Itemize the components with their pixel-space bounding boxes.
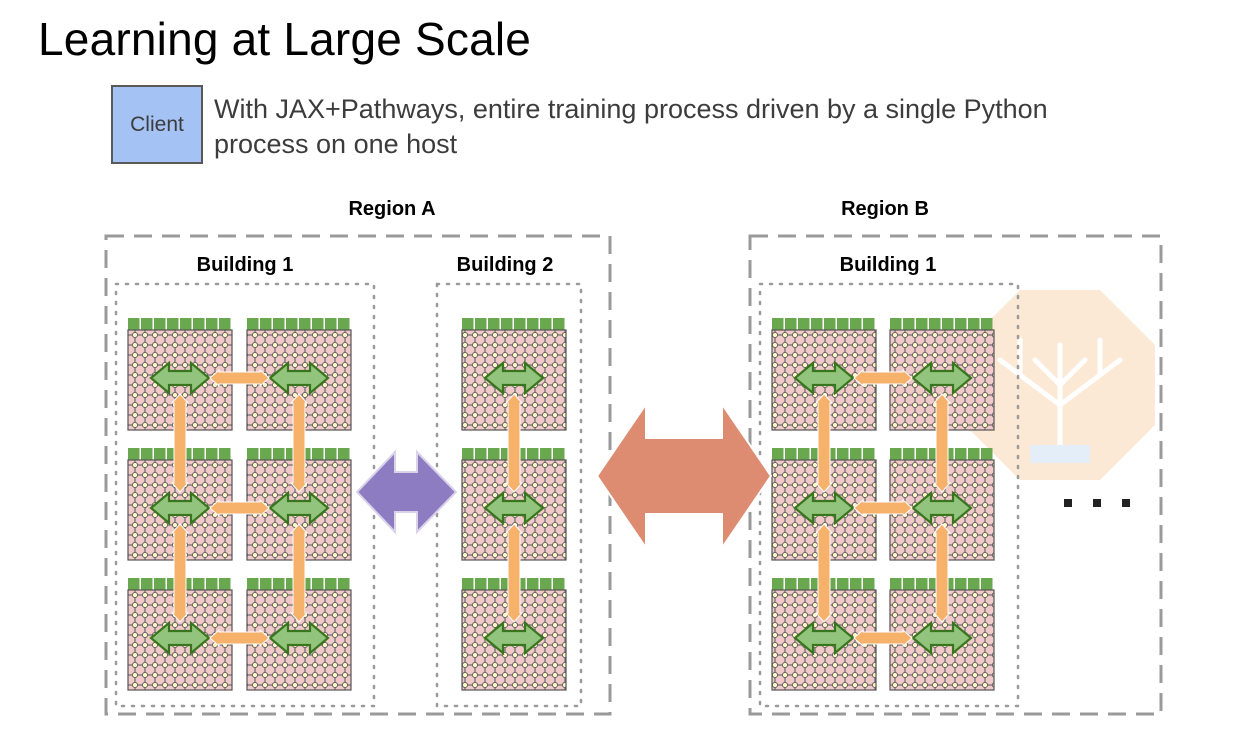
region-a-building-2-pod-r3: [461, 578, 567, 691]
intra-pod-link-icon: [149, 360, 211, 396]
inter-pod-link-icon: [932, 523, 952, 623]
ellipsis-dot: [1122, 499, 1130, 507]
region-a-label: Region A: [348, 198, 436, 220]
intra-pod-link-icon: [149, 620, 211, 656]
inter-pod-link-icon: [170, 393, 190, 493]
intra-pod-link-icon: [911, 490, 973, 526]
inter-pod-link-icon: [853, 628, 913, 648]
region-b-label: Region B: [841, 198, 929, 220]
more-regions-ellipsis: [1064, 499, 1130, 507]
intra-pod-link-icon: [268, 360, 330, 396]
inter-pod-link-icon: [853, 498, 913, 518]
client-caption: With JAX+Pathways, entire training proce…: [214, 94, 1048, 159]
region-b-building-1-pod-r1-c1: [771, 318, 877, 431]
intra-pod-link-icon: [793, 360, 855, 396]
inter-pod-link-icon: [853, 368, 913, 388]
inter-pod-link-icon: [289, 393, 309, 493]
region-b-container: [748, 234, 1163, 716]
ellipsis-dot: [1093, 499, 1101, 507]
inter-pod-link-icon: [209, 628, 270, 648]
inter-pod-link-icon: [209, 368, 270, 388]
client-box: Client: [111, 85, 203, 164]
inter-pod-link-icon: [504, 523, 524, 623]
building-link-arrow: [355, 449, 458, 535]
slide-title: Learning at Large Scale: [38, 13, 532, 65]
intra-pod-link-icon: [149, 490, 211, 526]
client-label: Client: [130, 112, 184, 136]
intra-pod-link-icon: [793, 620, 855, 656]
region-b-building-1-container: [758, 282, 1020, 708]
region-a-building-2-label: Building 2: [456, 254, 554, 276]
intra-pod-link-icon: [268, 620, 330, 656]
intra-pod-link-icon: [911, 620, 973, 656]
inter-pod-link-icon: [814, 523, 834, 623]
region-b-building-1-label: Building 1: [839, 254, 937, 276]
watermark-logo: [965, 290, 1155, 480]
inter-pod-link-icon: [932, 393, 952, 493]
region-a-building-1-label: Building 1: [196, 254, 294, 276]
intra-pod-link-icon: [911, 360, 973, 396]
intra-pod-link-icon: [483, 490, 545, 526]
inter-pod-link-icon: [504, 393, 524, 493]
inter-pod-link-icon: [289, 523, 309, 623]
intra-pod-link-icon: [483, 360, 545, 396]
intra-pod-link-icon: [268, 490, 330, 526]
inter-pod-link-icon: [209, 498, 270, 518]
intra-pod-link-icon: [483, 620, 545, 656]
region-link-arrow: [595, 400, 773, 552]
intra-pod-link-icon: [793, 490, 855, 526]
ellipsis-dot: [1064, 499, 1072, 507]
inter-pod-link-icon: [814, 393, 834, 493]
inter-pod-link-icon: [170, 523, 190, 623]
